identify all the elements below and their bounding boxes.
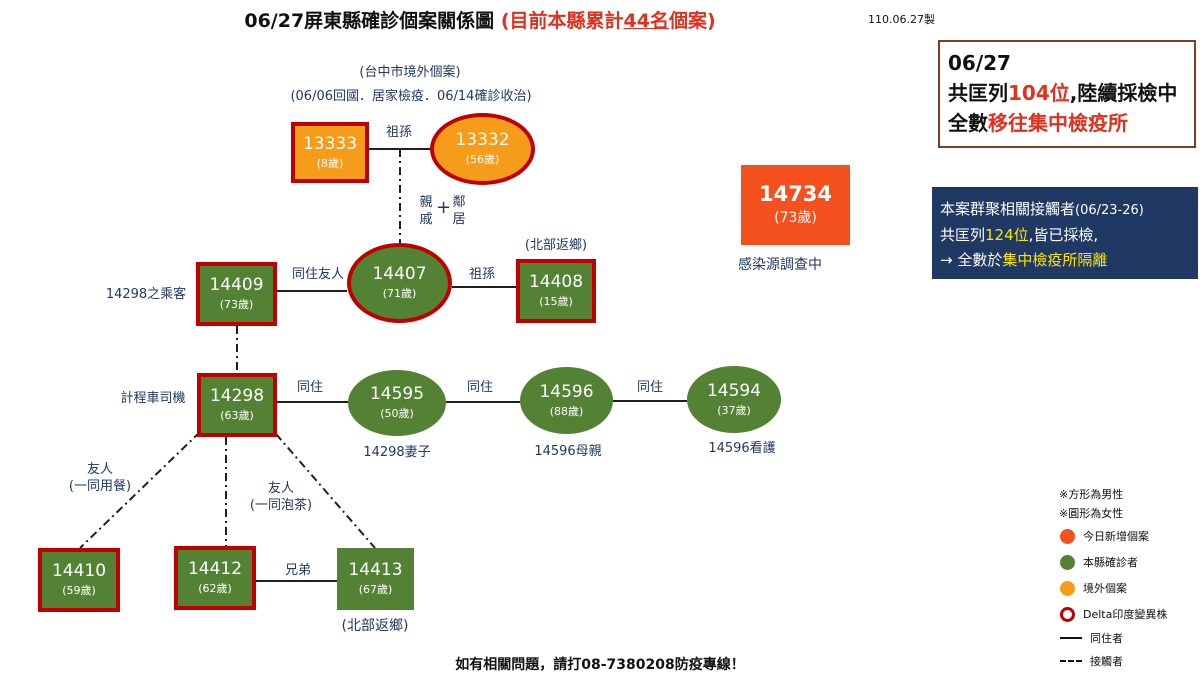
case-id: 14413 [348,560,403,580]
case-id: 13333 [302,133,358,154]
legend-contact: 接觸者 [1060,653,1123,669]
label-relative: 親戚 [416,194,436,228]
label-cohabit-friend: 同住友人 [291,267,344,282]
label-neighbor-2: 居 [452,212,466,227]
new-case-swatch-icon [1060,528,1075,544]
case-id: 14407 [372,264,427,284]
case-age: (8歲) [316,156,344,170]
case-id: 14596 [539,381,594,402]
info-box-date: 06/27 [948,51,1011,75]
label-north-return-14408: (北部返鄉) [524,238,588,253]
case-node-14407[interactable]: 14407 (71歲) [347,243,452,323]
label-neighbor-1: 鄰 [452,195,466,210]
edge-14298-14413-contact [275,433,376,549]
label-north-return-14413: (北部返鄉) [341,618,409,634]
label-friend-meal: 友人 (一同用餐) [55,461,145,495]
case-node-14412[interactable]: 14412 (62歲) [174,546,256,610]
cluster-box-line3: → 全數於集中檢疫所隔離 [940,251,1108,269]
label-friend-meal-2: (一同用餐) [68,479,132,494]
case-age: (71歲) [382,287,417,300]
label-relative-2: 戚 [419,212,433,227]
local-case-swatch-icon [1060,554,1075,570]
footer-hotline: 如有相關問題，請打08-7380208防疫專線！ [455,657,745,673]
case-id: 14409 [209,275,264,295]
case-node-14595[interactable]: 14595 (50歲) [348,370,446,436]
cluster-box-line2: 共匡列124位,皆已採檢, [940,226,1099,244]
case-id: 13332 [455,130,510,150]
legend-imported-case: 境外個案 [1060,580,1127,596]
case-age: (56歲) [465,153,500,166]
label-mother: 14596母親 [534,444,602,459]
label-brothers: 兄弟 [284,563,311,578]
cluster-contacts-box: 本案群聚相關接觸者(06/23-26) 共匡列124位,皆已採檢, → 全數於集… [932,187,1198,279]
case-id: 14410 [51,561,107,581]
case-node-13333[interactable]: 13333 (8歲) [291,122,369,183]
legend-local-case: 本縣確診者 [1060,554,1138,570]
label-grandparent-2: 祖孫 [468,267,495,282]
case-age: (67歲) [358,583,393,596]
case-node-14409[interactable]: 14409 (73歲) [196,262,277,326]
case-node-14298[interactable]: 14298 (63歲) [197,373,277,437]
label-neighbor: 鄰居 [449,194,469,228]
label-taichung-imported: (台中市境外個案) [359,65,461,80]
case-id: 14594 [706,380,762,401]
case-node-13332[interactable]: 13332 (56歲) [430,113,535,185]
case-age: (88歲) [549,404,584,418]
case-age: (62歲) [198,582,232,595]
page-title: 06/27屏東縣確診個案關係圖 (目前本縣累計44名個案) [244,10,716,32]
info-box-quarantine: 06/27 共匡列104位,陸續採檢中 全數移往集中檢疫所 [938,40,1196,148]
legend-female: ※圓形為女性 [1059,507,1124,520]
case-node-14734[interactable]: 14734 (73歲) [741,165,850,245]
dash-line-icon [1060,660,1082,662]
solid-line-icon [1060,637,1082,639]
case-node-14408[interactable]: 14408 (15歲) [516,259,596,323]
case-age: (37歲) [717,403,751,417]
label-taichung-detail: (06/06回國．居家檢疫．06/14確診收治) [290,89,532,104]
label-passenger: 14298之乘客 [105,287,187,302]
title-count-paren: (目前本縣累計44名個案) [500,10,716,32]
delta-ring-icon [1060,606,1075,622]
imported-case-swatch-icon [1060,580,1075,596]
plus-sign: + [436,197,452,218]
label-friend-tea-1: 友人 [267,481,294,496]
case-age: (73歲) [774,210,817,226]
label-wife: 14298妻子 [363,445,431,460]
case-id: 14408 [528,272,584,292]
case-age: (15歲) [539,295,573,308]
case-node-14594[interactable]: 14594 (37歲) [687,366,781,433]
legend-new-case: 今日新增個案 [1060,528,1149,544]
case-node-14413[interactable]: 14413 (67歲) [337,548,414,610]
case-age: (73歲) [219,298,254,311]
title-date: 110.06.27製 [868,13,935,26]
label-friend-meal-1: 友人 [86,462,113,477]
case-node-14596[interactable]: 14596 (88歲) [520,367,613,434]
label-source-investigating: 感染源調查中 [738,257,822,273]
case-id: 14298 [209,386,265,406]
label-relative-1: 親 [419,195,433,210]
case-age: (63歲) [220,409,254,422]
case-id: 14595 [369,384,425,404]
label-caregiver: 14596看護 [708,441,776,456]
case-age: (59歲) [62,584,96,597]
legend-delta: Delta印度變異株 [1060,606,1167,622]
label-cohabit-2: 同住 [466,380,493,395]
label-taxi-driver: 計程車司機 [120,391,186,406]
legend-male: ※方形為男性 [1059,488,1124,501]
info-box-line2: 共匡列104位,陸續採檢中 [948,81,1178,105]
label-friend-tea-2: (一同泡茶) [249,498,313,513]
info-box-line3: 全數移往集中檢疫所 [948,111,1128,135]
case-id: 14412 [187,559,243,579]
label-cohabit-1: 同住 [296,380,323,395]
label-friend-tea: 友人 (一同泡茶) [236,480,326,514]
cluster-box-line1: 本案群聚相關接觸者(06/23-26) [940,200,1144,218]
case-id: 14734 [758,182,833,206]
case-node-14410[interactable]: 14410 (59歲) [38,548,120,612]
label-grandparent-1: 祖孫 [385,125,412,140]
case-age: (50歲) [380,407,414,420]
legend-cohabitant: 同住者 [1060,630,1123,646]
label-cohabit-3: 同住 [636,380,663,395]
edge-14298-14410-contact [79,431,201,549]
